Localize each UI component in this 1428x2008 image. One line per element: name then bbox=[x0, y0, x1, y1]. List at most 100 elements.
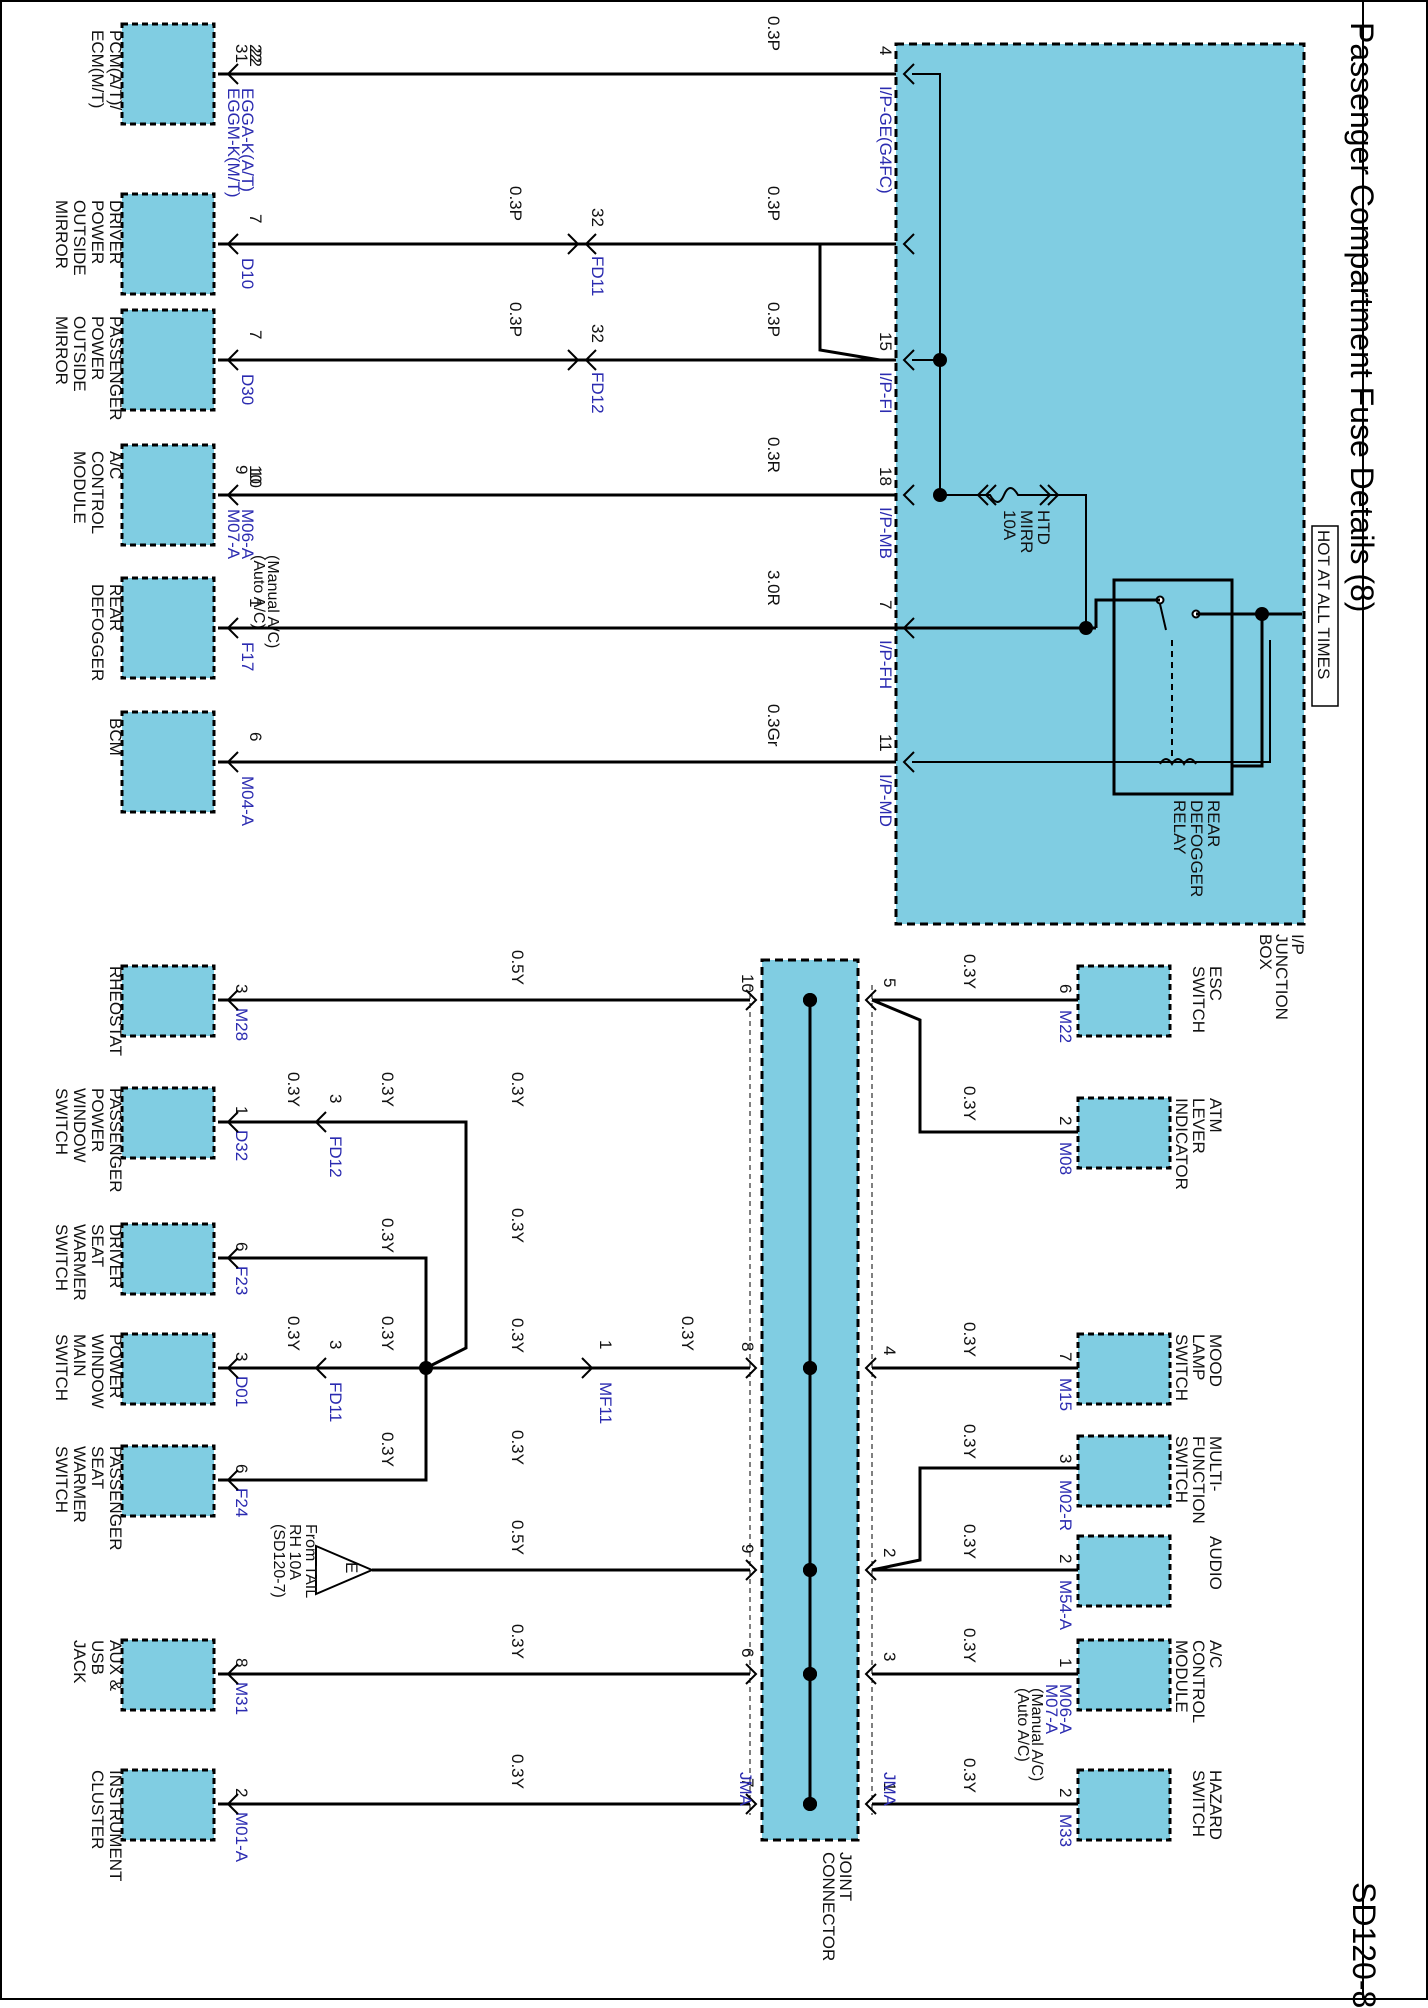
top-circuit-4-pin-0: 1 bbox=[246, 598, 265, 607]
left-circuit-2-name-0: DRIVER bbox=[106, 1224, 125, 1288]
top-circuit-0-jb-pin: 4 bbox=[876, 46, 895, 55]
mf11-conn: MF11 bbox=[596, 1382, 615, 1424]
left-circuit-6-pin: 8 bbox=[232, 1658, 251, 1667]
top-circuit-4-module bbox=[120, 576, 216, 680]
right-circuit-2-jc-pin: 4 bbox=[880, 1346, 899, 1355]
left-circuit-0-module bbox=[120, 964, 216, 1038]
right-circuit-5-pin: 1 bbox=[1056, 1658, 1075, 1667]
top-circuit-1-inline-chevron-a bbox=[584, 233, 597, 255]
right-circuit-2-wire-label: 0.3Y bbox=[960, 1322, 979, 1357]
left-circuit-1-conn: D32 bbox=[232, 1130, 251, 1161]
left-circuit-3-wire-label: 0.3Y bbox=[508, 1318, 527, 1353]
top-circuit-0-pin-0: 22 bbox=[246, 44, 265, 63]
left-circuit-5-jc-chevron bbox=[745, 1559, 758, 1581]
fd11-chevron bbox=[314, 1357, 327, 1379]
top-circuit-0-jb-conn: I/P-GE(G4FC) bbox=[876, 86, 895, 194]
top-circuit-1-name-0: DRIVER bbox=[106, 200, 125, 264]
top-circuit-5-pin-0: 6 bbox=[246, 732, 265, 741]
top-circuit-4-jb-pin: 7 bbox=[876, 600, 895, 609]
left-circuit-3-pin: 3 bbox=[232, 1352, 251, 1361]
right-circuit-0-module bbox=[1076, 964, 1172, 1038]
seat-wire-bottom: 0.3Y bbox=[378, 1432, 397, 1467]
top-circuit-3-name-2: MODULE bbox=[70, 451, 89, 524]
left-circuit-0-bus-dot bbox=[803, 993, 817, 1007]
multifunction-branch bbox=[871, 1466, 1078, 1572]
fd12-wire-far: 0.3Y bbox=[284, 1072, 303, 1107]
top-circuit-5-jb-pin: 11 bbox=[876, 734, 895, 752]
fuse-label-0: HTD bbox=[1034, 510, 1053, 545]
right-circuit-5-jc-chevron bbox=[864, 1663, 877, 1685]
mf11-pin: 1 bbox=[596, 1340, 615, 1349]
junction-box bbox=[894, 42, 1306, 926]
top-circuit-5-jb-conn: I/P-MD bbox=[876, 774, 895, 827]
fuse-chevron-b bbox=[1039, 484, 1052, 506]
relay-label-0: REAR bbox=[1204, 800, 1223, 847]
fd12-pin: 3 bbox=[326, 1094, 345, 1103]
top-circuit-3-conn-1: M07-A bbox=[224, 509, 243, 560]
right-circuit-5-note-1: (Auto A/C) bbox=[1014, 1688, 1031, 1762]
right-circuit-5-conn: M06-A bbox=[1056, 1684, 1075, 1735]
hot-junction-dot bbox=[1255, 607, 1269, 621]
top-circuit-0-module bbox=[120, 22, 216, 126]
top-circuit-1-inline-chevron-b bbox=[567, 233, 580, 255]
left-circuit-6-jc-chevron bbox=[745, 1663, 758, 1685]
fuse-feed bbox=[1058, 494, 1087, 628]
top-circuit-1-wire2-label: 0.3P bbox=[506, 186, 525, 221]
right-circuit-2-pin: 7 bbox=[1056, 1352, 1075, 1361]
relay-coil-feed bbox=[1232, 614, 1264, 768]
top-circuit-3-note-0: (Manual A/C) bbox=[264, 555, 281, 648]
right-circuit-1-name-1: LEVER bbox=[1189, 1098, 1208, 1154]
top-circuit-5-jb-chevron bbox=[902, 751, 915, 773]
left-circuit-1-name-3: SWITCH bbox=[52, 1088, 71, 1155]
top-circuit-3-pin-1: 9 bbox=[232, 465, 251, 474]
left-circuit-2-name-2: WARMER bbox=[70, 1224, 89, 1301]
fuse-label-2: 10A bbox=[1000, 510, 1019, 541]
fuse-label-1: MIRR bbox=[1017, 510, 1036, 553]
source-e-triangle bbox=[315, 1544, 375, 1596]
top-circuit-2-pin-0: 7 bbox=[246, 330, 265, 339]
top-circuit-0-pinA: 22 bbox=[246, 48, 265, 67]
top-circuit-1-inline-pin: 32 bbox=[588, 208, 607, 227]
fd12-conn: FD12 bbox=[326, 1136, 345, 1178]
jc-right-code: JMA bbox=[880, 1772, 899, 1807]
fuse-chevron-d bbox=[984, 484, 997, 506]
left-circuit-4-conn: F24 bbox=[232, 1488, 251, 1517]
right-circuit-5-name-2: MODULE bbox=[1172, 1640, 1191, 1713]
top-circuit-0-jb-chevron bbox=[902, 63, 915, 85]
top-circuit-2-jb-pin: 15 bbox=[876, 332, 895, 351]
fd12-chevron bbox=[314, 1111, 327, 1133]
right-circuit-5-wire-label: 0.3Y bbox=[960, 1628, 979, 1663]
top-circuit-4-name-1: DEFOGGER bbox=[88, 584, 107, 681]
right-circuit-3-conn: M02-R bbox=[1056, 1480, 1075, 1531]
top-circuit-2-name-0: PASSENGER bbox=[106, 316, 125, 421]
right-circuit-3-name-2: SWITCH bbox=[1172, 1436, 1191, 1503]
right-circuit-1-conn: M08 bbox=[1056, 1142, 1075, 1175]
left-circuit-1-name-0: PASSENGER bbox=[106, 1088, 125, 1193]
left-circuit-2-name-1: SEAT bbox=[88, 1224, 107, 1267]
left-circuit-1-pin: 1 bbox=[232, 1106, 251, 1115]
title-band bbox=[1362, 0, 1428, 2000]
top-circuit-2-inline-pin: 32 bbox=[588, 324, 607, 343]
fd11-wire: 0.3Y bbox=[378, 1316, 397, 1351]
left-circuit-7-bus-dot bbox=[803, 1797, 817, 1811]
top-circuit-5-name-0: BCM bbox=[106, 718, 125, 756]
top-circuit-4-name-0: REAR bbox=[106, 584, 125, 631]
top-circuit-1-name-3: MIRROR bbox=[52, 200, 71, 269]
top-circuit-4-wire-label: 3.0R bbox=[764, 570, 783, 606]
right-circuit-4-jc-chevron bbox=[864, 1559, 877, 1581]
right-circuit-3-wire-label: 0.3Y bbox=[960, 1424, 979, 1459]
left-circuit-1-name-2: WINDOW bbox=[70, 1088, 89, 1163]
right-circuit-4-pin: 2 bbox=[1056, 1554, 1075, 1563]
top-circuit-1-name-2: OUTSIDE bbox=[70, 200, 89, 276]
source-e-note-1: RH 10A bbox=[286, 1524, 303, 1580]
right-circuit-3-pin: 3 bbox=[1056, 1454, 1075, 1463]
top-circuit-3-pinA: 10 bbox=[246, 469, 265, 488]
passenger-window-branch bbox=[218, 1120, 468, 1370]
top-circuit-4-conn-0: F17 bbox=[238, 642, 257, 671]
source-e-note-2: (SD120-7) bbox=[270, 1524, 287, 1598]
top-circuit-0-name-0: PCM(A/T)/ bbox=[106, 30, 125, 111]
right-circuit-5-conn2: M07-A bbox=[1042, 1684, 1061, 1735]
left-circuit-2-module bbox=[120, 1222, 216, 1296]
right-circuit-4-conn: M54-A bbox=[1056, 1580, 1075, 1631]
